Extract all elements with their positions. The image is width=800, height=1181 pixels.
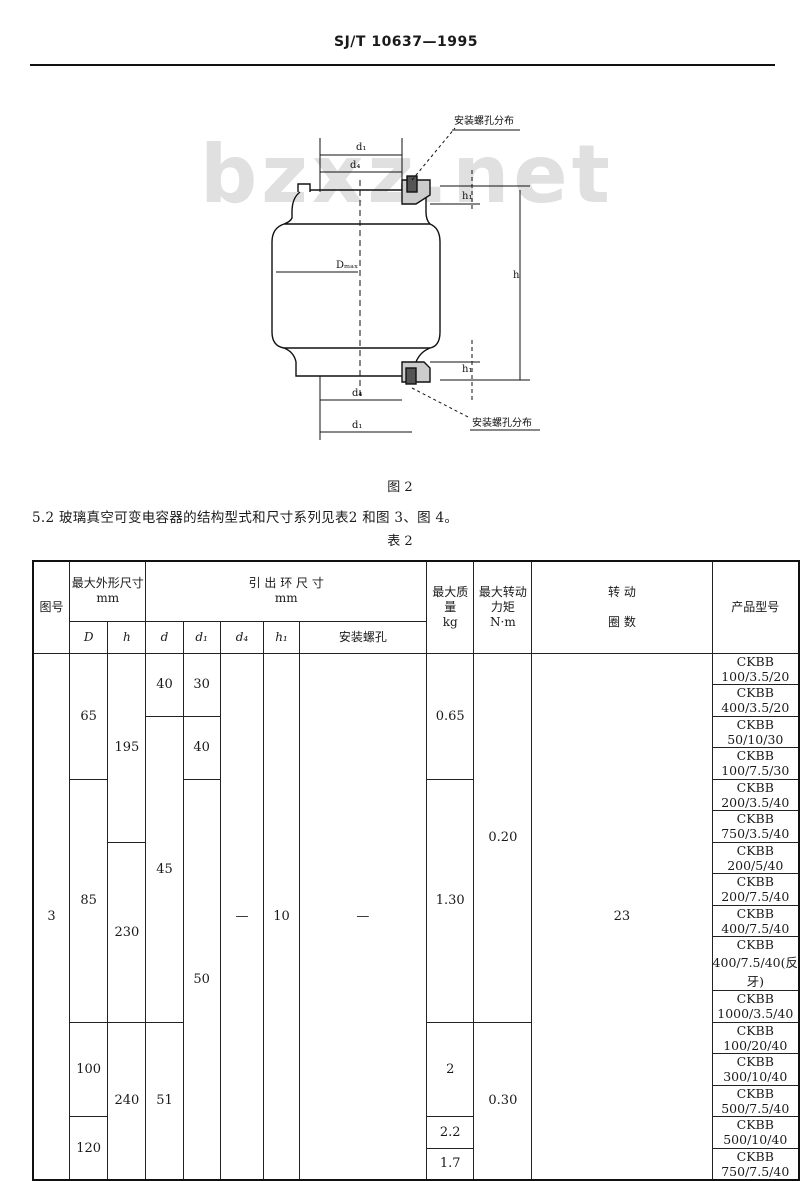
cell-mass-065: 0.65 bbox=[425, 652, 475, 780]
capacitor-outline-icon: d₁ d₄ Dₘₐₓ h h₁ h₁ d₄ d₁ 安装螺孔分布 安装螺孔分布 bbox=[271, 114, 540, 440]
cell-D-100: 100 bbox=[69, 1021, 109, 1117]
model-row: CKBB 200/5/40 bbox=[711, 841, 800, 874]
cell-D-85: 85 bbox=[69, 778, 109, 1023]
cell-d4: — bbox=[219, 652, 265, 1181]
label-d1-top: d₁ bbox=[356, 142, 366, 153]
cell-h-230: 230 bbox=[107, 841, 147, 1023]
label-d1-bottom: d₁ bbox=[352, 420, 362, 431]
figure-caption: 图 2 bbox=[387, 480, 413, 495]
model-row: CKBB 400/3.5/20 bbox=[711, 684, 800, 717]
section-paragraph: 5.2 玻璃真空可变电容器的结构型式和尺寸系列见表2 和图 3、图 4。 bbox=[32, 510, 459, 526]
watermark: bzxz.net bbox=[200, 128, 614, 221]
cell-turns: 23 bbox=[531, 652, 713, 1181]
header-turns: 转 动圈 数 bbox=[531, 560, 713, 654]
label-d4-bottom: d₄ bbox=[352, 388, 362, 399]
callout-bottom: 安装螺孔分布 bbox=[472, 416, 532, 429]
cell-d-40: 40 bbox=[145, 652, 184, 717]
cell-d1-30: 30 bbox=[182, 652, 221, 717]
header-model: 产品型号 bbox=[711, 560, 800, 654]
model-row: CKBB 100/3.5/20 bbox=[711, 652, 800, 685]
model-row: CKBB 200/7.5/40 bbox=[711, 873, 800, 906]
cell-h-240: 240 bbox=[107, 1021, 147, 1181]
cell-d-51: 51 bbox=[145, 1021, 184, 1181]
cell-d-45: 45 bbox=[145, 715, 184, 1023]
model-row: CKBB 500/7.5/40 bbox=[711, 1084, 800, 1117]
model-row: CKBB 400/7.5/40(反牙) bbox=[711, 936, 800, 991]
model-row: CKBB 750/3.5/40 bbox=[711, 810, 800, 843]
table-caption: 表 2 bbox=[387, 534, 413, 549]
callout-top: 安装螺孔分布 bbox=[454, 114, 514, 127]
cell-d1-40: 40 bbox=[182, 715, 221, 780]
label-dmax: Dₘₐₓ bbox=[336, 260, 358, 271]
header-d4: d₄ bbox=[219, 620, 265, 654]
cell-mass-130: 1.30 bbox=[425, 778, 475, 1023]
standard-number: SJ/T 10637—1995 bbox=[334, 34, 478, 50]
cell-torque-020: 0.20 bbox=[473, 652, 533, 1023]
cell-fig-no: 3 bbox=[32, 652, 71, 1181]
label-d4-top: d₄ bbox=[350, 160, 360, 171]
header-fig-no: 图号 bbox=[32, 560, 71, 654]
model-row: CKBB 400/7.5/40 bbox=[711, 904, 800, 937]
model-row: CKBB 300/10/40 bbox=[711, 1053, 800, 1086]
cell-torque-030: 0.30 bbox=[473, 1021, 533, 1181]
label-h1-bottom: h₁ bbox=[462, 364, 472, 375]
cell-d1-50: 50 bbox=[182, 778, 221, 1181]
cell-D-65: 65 bbox=[69, 652, 109, 780]
header-d: d bbox=[145, 620, 184, 654]
capacitor-drawing: d₁ d₄ Dₘₐₓ h h₁ h₁ d₄ d₁ 安装螺孔分布 安装螺孔分布 bbox=[180, 100, 600, 450]
model-row: CKBB 200/3.5/40 bbox=[711, 778, 800, 811]
cell-mass-22: 2.2 bbox=[425, 1116, 475, 1149]
cell-h1: 10 bbox=[263, 652, 300, 1181]
model-row: CKBB 50/10/30 bbox=[711, 715, 800, 748]
model-row: CKBB 750/7.5/40 bbox=[711, 1147, 800, 1181]
header-h1: h₁ bbox=[263, 620, 300, 654]
cell-mass-2: 2 bbox=[425, 1021, 475, 1117]
header-d1: d₁ bbox=[182, 620, 221, 654]
header-rule bbox=[30, 64, 775, 66]
model-row: CKBB 1000/3.5/40 bbox=[711, 990, 800, 1023]
label-h1-top: h₁ bbox=[462, 191, 472, 202]
header-screw-holes: 安装螺孔 bbox=[298, 620, 428, 654]
cell-screw: — bbox=[298, 652, 428, 1181]
model-row: CKBB 100/20/40 bbox=[711, 1021, 800, 1054]
header-D: D bbox=[69, 620, 109, 654]
cell-D-120: 120 bbox=[69, 1116, 109, 1181]
model-row: CKBB 500/10/40 bbox=[711, 1116, 800, 1149]
cell-mass-17: 1.7 bbox=[425, 1147, 475, 1181]
model-row: CKBB 100/7.5/30 bbox=[711, 747, 800, 780]
header-h: h bbox=[107, 620, 147, 654]
label-h: h bbox=[513, 270, 520, 281]
cell-h-195: 195 bbox=[107, 652, 147, 843]
